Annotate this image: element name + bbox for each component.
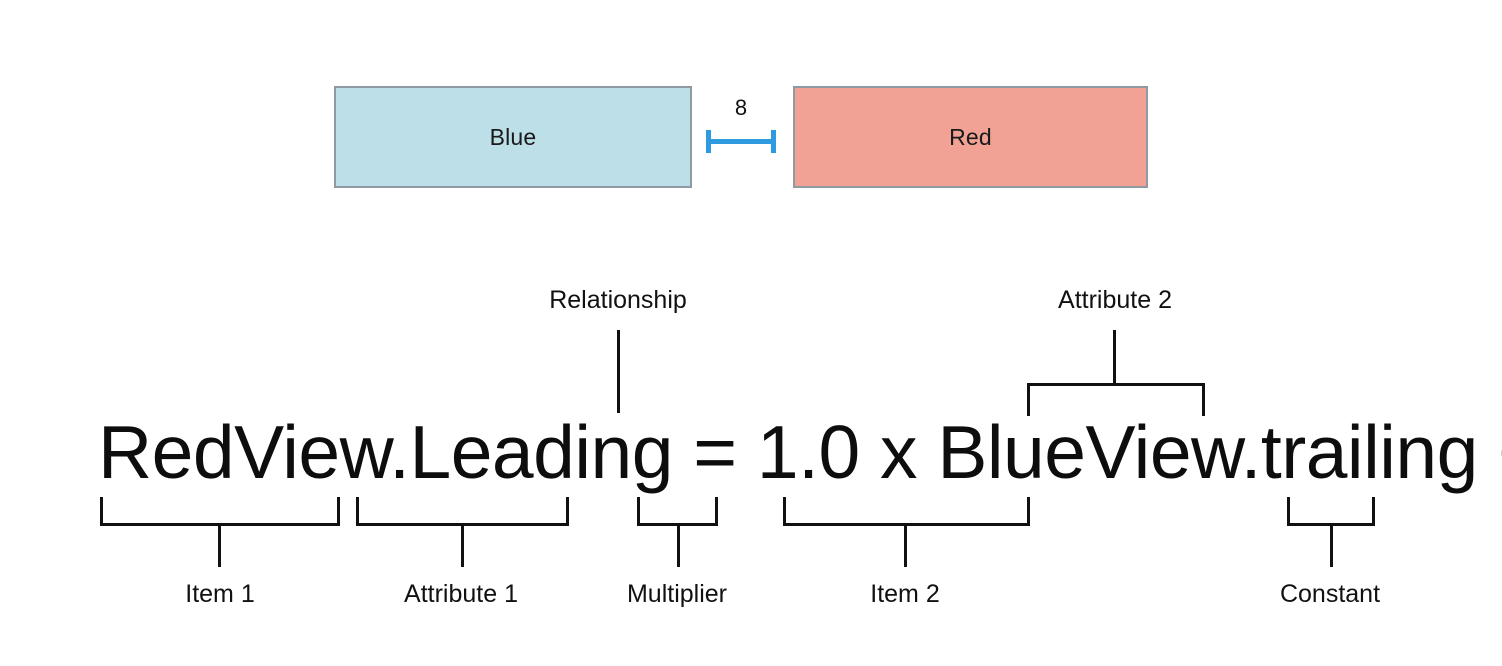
annotation-label-constant: Constant — [1279, 580, 1381, 608]
annotation-label-attribute-2: Attribute 2 — [1058, 286, 1172, 314]
bracket-right-leg-attribute-2 — [1202, 383, 1205, 416]
equation-part-dot2: . — [1240, 410, 1262, 494]
bracket-right-leg-item-1 — [337, 497, 340, 526]
bracket-right-leg-constant — [1372, 497, 1375, 526]
equation-part-attribute1: Leading — [409, 410, 674, 494]
equation-part-item2: BlueView — [937, 410, 1241, 494]
equation-part-item1: RedView — [98, 410, 390, 494]
leader-line-attribute-1 — [461, 523, 464, 567]
leader-line-relationship — [617, 330, 620, 413]
bracket-left-leg-attribute-2 — [1027, 383, 1030, 416]
annotation-label-item-1: Item 1 — [185, 580, 255, 608]
bracket-top-attribute-2 — [1027, 383, 1205, 386]
constraint-equation: RedView.Leading = 1.0 x BlueView.trailin… — [98, 410, 1502, 494]
leader-line-item-2 — [904, 523, 907, 567]
equation-part-plus: + — [1478, 410, 1502, 494]
spacing-indicator: 8 — [700, 95, 782, 165]
equation-part-multiplier: 1.0 — [756, 410, 860, 494]
red-view-label: Red — [949, 123, 992, 150]
bracket-left-leg-constant — [1287, 497, 1290, 526]
red-view-box: Red — [793, 86, 1148, 188]
bracket-left-leg-multiplier — [637, 497, 640, 526]
equation-part-relationship: = — [672, 410, 757, 494]
equation-part-attribute2: trailing — [1260, 410, 1478, 494]
ibeam-right-cap-icon — [771, 130, 776, 153]
annotation-label-item-2: Item 2 — [870, 580, 940, 608]
bracket-left-leg-item-1 — [100, 497, 103, 526]
annotation-label-multiplier: Multiplier — [626, 580, 728, 608]
equation-part-times: x — [859, 410, 938, 494]
bracket-right-leg-item-2 — [1027, 497, 1030, 526]
bracket-right-leg-attribute-1 — [566, 497, 569, 526]
leader-line-item-1 — [218, 523, 221, 567]
annotation-label-relationship: Relationship — [549, 286, 687, 314]
ibeam-bar-icon — [706, 139, 776, 144]
spacing-value-label: 8 — [734, 95, 748, 120]
leader-line-constant — [1330, 523, 1333, 567]
blue-view-label: Blue — [489, 123, 537, 150]
equation-part-dot1: . — [389, 410, 410, 494]
bracket-left-leg-attribute-1 — [356, 497, 359, 526]
blue-view-box: Blue — [334, 86, 692, 188]
leader-line-attribute-2 — [1113, 330, 1116, 384]
bracket-left-leg-item-2 — [783, 497, 786, 526]
annotation-label-attribute-1: Attribute 1 — [404, 580, 518, 608]
bracket-right-leg-multiplier — [715, 497, 718, 526]
leader-line-multiplier — [677, 523, 680, 567]
